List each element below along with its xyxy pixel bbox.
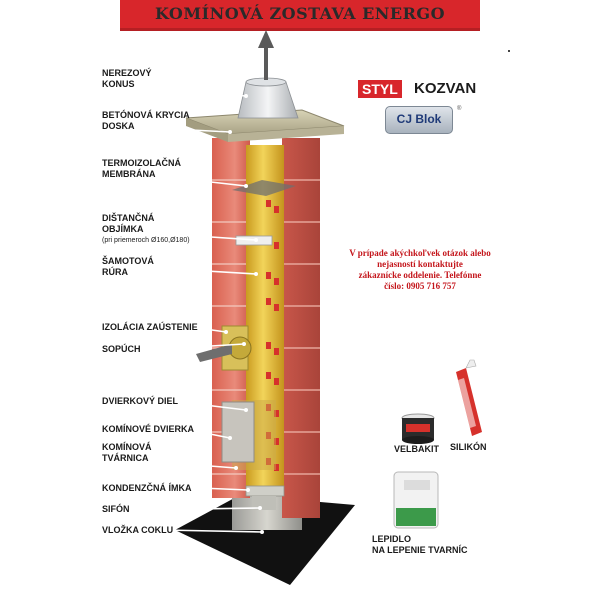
silikon-label: SILIKÓN [450, 442, 487, 452]
label-spacer-clamp-note: (pri priemeroch Ø160,Ø180) [102, 237, 190, 244]
label-stainless-cone-line2: KONUS [102, 79, 135, 89]
contact-note: V prípade akýchkoľvek otázok alebo nejas… [340, 248, 500, 292]
thermal-membrane [232, 180, 296, 196]
label-spacer-clamp: DIŠTANČNÁ OBJÍMKA (pri priemeroch Ø160,Ø… [102, 213, 190, 246]
exhaust-arrow-head [258, 30, 274, 48]
kozvan-logo-text: KOZVAN [414, 80, 477, 97]
chimney-door [221, 401, 255, 463]
leader-lines [129, 87, 263, 533]
label-cover-slab-line1: BETÓNOVÁ KRYCIA [102, 110, 190, 120]
lepidlo-label: LEPIDLO NA LEPENIE TVARNÍC [372, 534, 468, 556]
contact-line: V prípade akýchkoľvek otázok alebo [349, 248, 491, 258]
label-chimney-block-line2: TVÁRNICA [102, 453, 149, 463]
label-thermal-membrane-line1: TERMOIZOLAČNÁ [102, 158, 181, 168]
decorative-dot [508, 50, 510, 52]
label-stainless-cone-line1: NEREZOVÝ [102, 68, 152, 78]
lepidlo-label-line1: LEPIDLO [372, 534, 412, 544]
stainless-cone [237, 81, 299, 119]
label-connection-insulation: IZOLÁCIA ZAÚSTENIE [102, 322, 198, 333]
label-chamotte-pipe-line2: RÚRA [102, 267, 128, 277]
label-plinth-insert-line1: VLOŽKA COKLU [102, 525, 174, 535]
cover-slab-front [186, 118, 228, 142]
label-flue-inlet: SOPÚCH [102, 344, 141, 355]
label-flue-inlet-line1: SOPÚCH [102, 344, 141, 354]
label-chimney-door: KOMÍNOVÉ DVIERKA [102, 424, 194, 435]
contact-line: nejasností kontaktujte [377, 259, 463, 269]
label-chimney-door-line1: KOMÍNOVÉ DVIERKA [102, 424, 195, 434]
cj-blok-logo: CJ Blok [385, 106, 453, 134]
lepidlo-label-line2: NA LEPENIE TVARNÍC [372, 545, 468, 555]
label-chamotte-pipe-line1: ŠAMOTOVÁ [102, 256, 154, 266]
contact-line: číslo: 0905 716 757 [384, 281, 456, 291]
label-door-section: DVIERKOVÝ DIEL [102, 396, 178, 407]
label-condensate-pan: KONDENZČNÁ ÍMKA [102, 483, 192, 494]
label-cover-slab-line2: DOSKA [102, 121, 135, 131]
brick-column-right [282, 138, 320, 518]
label-condensate-pan-line1: KONDENZČNÁ ÍMKA [102, 483, 192, 493]
label-connection-insulation-line1: IZOLÁCIA ZAÚSTENIE [102, 322, 198, 332]
label-door-section-line1: DVIERKOVÝ DIEL [102, 396, 179, 406]
label-spacer-clamp-line2: OBJÍMKA [102, 224, 144, 234]
lepidlo-bag [393, 471, 439, 529]
flue-inlet [228, 336, 252, 360]
silikon-cartridge [456, 359, 482, 436]
contact-line: zákaznícke oddelenie. Telefónne [358, 270, 482, 280]
diagram-title: KOMÍNOVÁ ZOSTAVA ENERGO [154, 4, 446, 23]
cover-slab-side [228, 126, 344, 142]
velbakit-label: VELBAKIT [394, 444, 439, 454]
label-stainless-cone: NEREZOVÝ KONUS [102, 68, 152, 90]
label-plinth-insert: VLOŽKA COKLU [102, 525, 173, 536]
label-siphon: SIFÓN [102, 504, 130, 515]
label-chimney-block: KOMÍNOVÁ TVÁRNICA [102, 442, 152, 464]
velbakit-bucket [401, 413, 435, 444]
siphon [252, 496, 276, 510]
label-chimney-block-line1: KOMÍNOVÁ [102, 442, 152, 452]
label-cover-slab: BETÓNOVÁ KRYCIA DOSKA [102, 110, 190, 132]
condensate-pan [245, 485, 285, 497]
cj-blok-logo-text: CJ Blok [396, 112, 442, 126]
registered-mark: ® [457, 106, 462, 112]
title-banner: KOMÍNOVÁ ZOSTAVA ENERGO [120, 0, 480, 31]
label-thermal-membrane-line2: MEMBRÁNA [102, 169, 156, 179]
label-thermal-membrane: TERMOIZOLAČNÁ MEMBRÁNA [102, 158, 181, 180]
inlet-pipe [196, 344, 232, 362]
styl-logo-text: STYL [358, 80, 402, 98]
leader-dots [224, 94, 264, 534]
label-spacer-clamp-line1: DIŠTANČNÁ [102, 213, 155, 223]
label-chamotte-pipe: ŠAMOTOVÁ RÚRA [102, 256, 154, 278]
label-siphon-line1: SIFÓN [102, 504, 130, 514]
